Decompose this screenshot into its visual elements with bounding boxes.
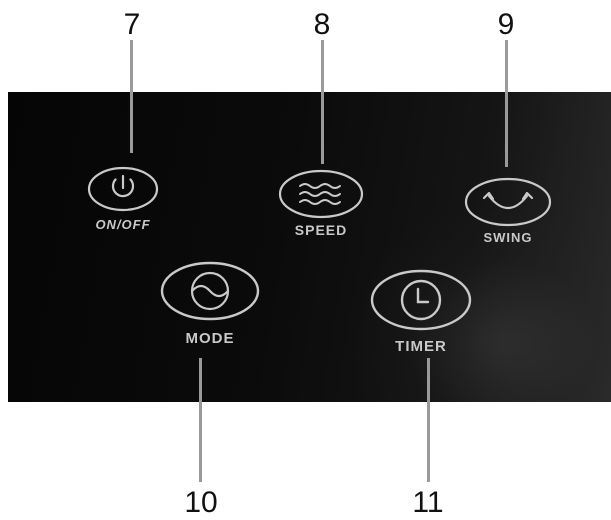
onoff-button[interactable] <box>86 164 160 214</box>
mode-wave-icon <box>192 273 228 309</box>
swing-label: SWING <box>462 230 554 245</box>
speed-label: SPEED <box>276 222 366 238</box>
timer-label: TIMER <box>370 338 472 355</box>
wavy-lines-icon <box>300 184 340 204</box>
mode-button[interactable] <box>158 260 262 322</box>
callout-number-onoff: 7 <box>102 10 162 40</box>
callout-number-speed: 8 <box>292 10 352 40</box>
leader-line-swing <box>505 40 508 167</box>
onoff-label: ON/OFF <box>78 217 168 232</box>
callout-number-mode: 10 <box>171 488 231 518</box>
speed-button[interactable] <box>276 168 366 220</box>
swing-arrows-icon <box>484 193 532 208</box>
leader-line-onoff <box>130 40 133 153</box>
callout-number-timer: 11 <box>398 488 458 518</box>
power-icon <box>113 176 133 196</box>
leader-line-speed <box>321 40 324 164</box>
leader-line-timer <box>427 358 430 482</box>
leader-line-mode <box>199 358 202 482</box>
control-panel: ON/OFF SPEED SWING <box>8 92 611 402</box>
clock-icon <box>402 281 440 319</box>
mode-label: MODE <box>160 330 260 347</box>
swing-button[interactable] <box>462 176 554 228</box>
callout-number-swing: 9 <box>476 10 536 40</box>
timer-button[interactable] <box>368 268 474 332</box>
